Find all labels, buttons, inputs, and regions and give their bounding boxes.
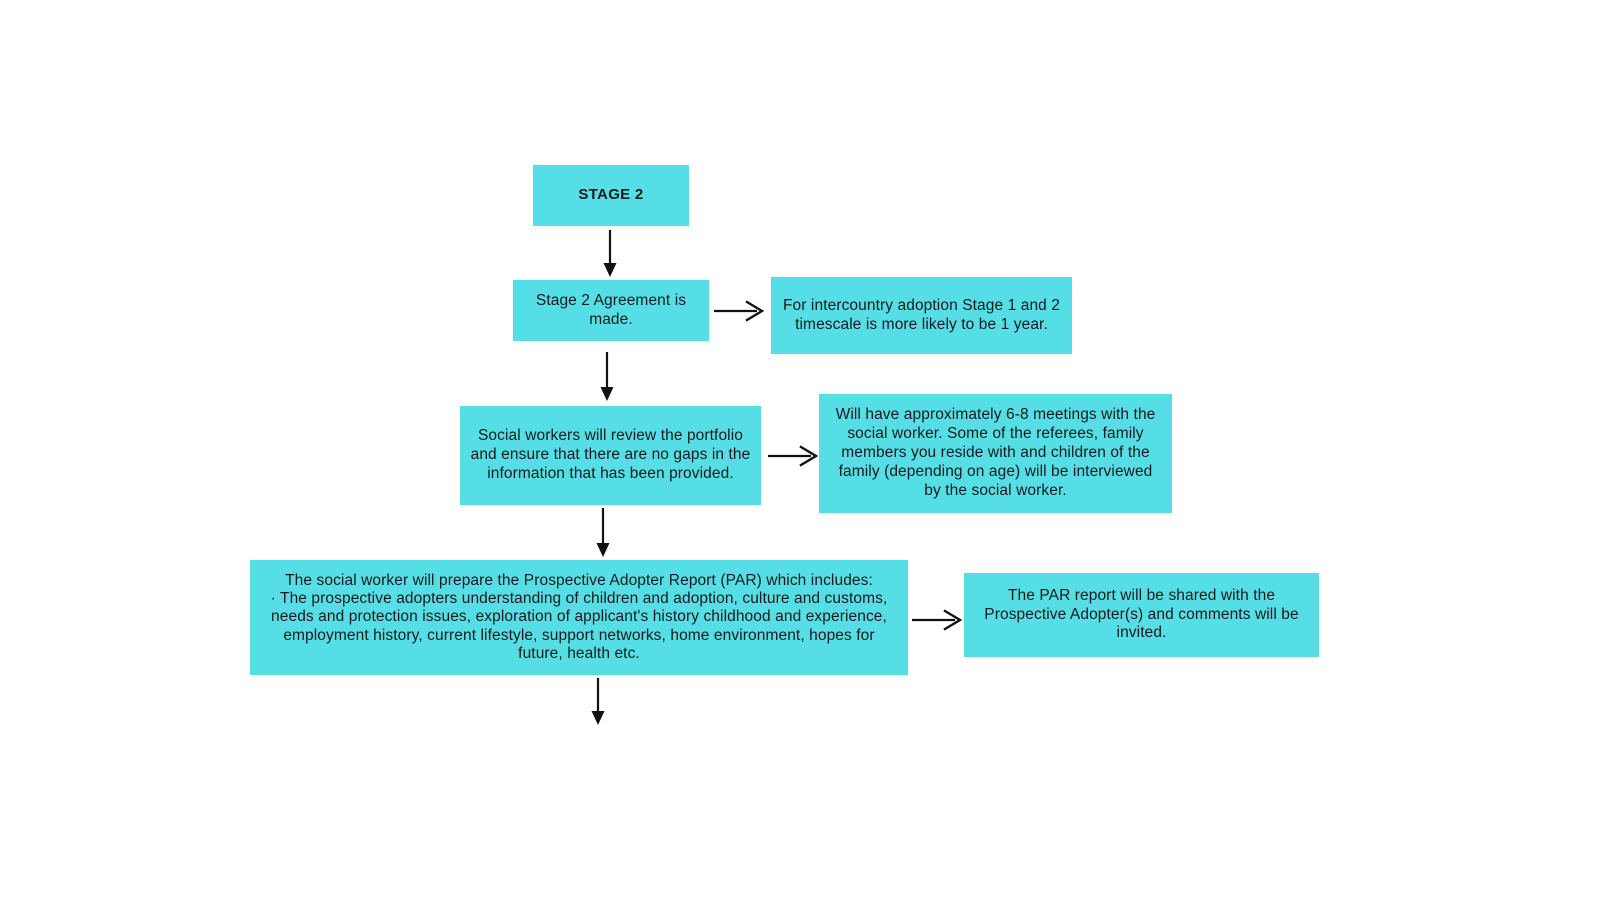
- node-label: STAGE 2: [578, 186, 644, 204]
- node-label: The PAR report will be shared with the P…: [984, 586, 1299, 642]
- arrow-review-to-par: [591, 508, 615, 558]
- node-par-report-preparation[interactable]: The social worker will prepare the Prosp…: [250, 560, 908, 675]
- node-stage-2-agreement[interactable]: Stage 2 Agreement is made.: [513, 280, 709, 341]
- node-label: The social worker will prepare the Prosp…: [270, 572, 888, 662]
- arrow-par-to-shared: [912, 609, 963, 631]
- node-label: Will have approximately 6-8 meetings wit…: [835, 406, 1156, 499]
- arrow-review-to-meetings: [768, 445, 819, 467]
- node-label: For intercountry adoption Stage 1 and 2 …: [782, 296, 1061, 333]
- arrow-agreement-to-timescale: [714, 300, 765, 322]
- arrow-stage2-to-agreement: [598, 230, 622, 278]
- node-stage-2-header[interactable]: STAGE 2: [533, 165, 689, 226]
- arrow-agreement-to-review: [595, 352, 619, 402]
- arrow-par-to-next: [586, 678, 610, 726]
- node-label: Stage 2 Agreement is made.: [535, 291, 687, 328]
- node-meetings-with-social-worker[interactable]: Will have approximately 6-8 meetings wit…: [819, 394, 1172, 513]
- node-social-workers-review[interactable]: Social workers will review the portfolio…: [460, 406, 761, 505]
- node-intercountry-timescale[interactable]: For intercountry adoption Stage 1 and 2 …: [771, 277, 1072, 354]
- node-par-report-shared[interactable]: The PAR report will be shared with the P…: [964, 573, 1319, 657]
- node-label: Social workers will review the portfolio…: [470, 427, 751, 482]
